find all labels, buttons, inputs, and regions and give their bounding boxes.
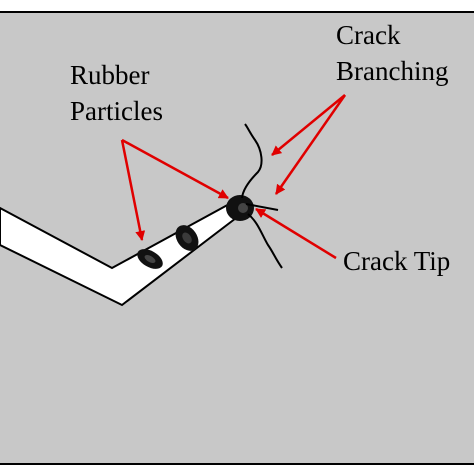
- label-rubber-line1: Rubber: [70, 60, 149, 90]
- label-branching-line1: Crack: [336, 20, 401, 50]
- arrow-rubber-to-particle-3: [121, 138, 229, 200]
- crack-branch-lower: [247, 213, 283, 269]
- background-panel: [0, 12, 474, 464]
- rubber-particle-2: [175, 225, 199, 251]
- arrow-branching-upper: [271, 94, 346, 156]
- arrow-branching-lower: [274, 94, 347, 195]
- label-crack-tip: Crack Tip: [343, 246, 450, 276]
- crack-branch-right: [245, 203, 279, 211]
- crack-branch-upper: [241, 123, 263, 199]
- rubber-particle-3: [226, 195, 254, 221]
- rubber-particle-1: [137, 249, 163, 269]
- arrow-crack-tip: [255, 207, 337, 260]
- arrow-rubber-to-particle-1: [120, 139, 146, 241]
- label-rubber-line2: Particles: [70, 96, 163, 126]
- label-branching-line2: Branching: [336, 56, 448, 86]
